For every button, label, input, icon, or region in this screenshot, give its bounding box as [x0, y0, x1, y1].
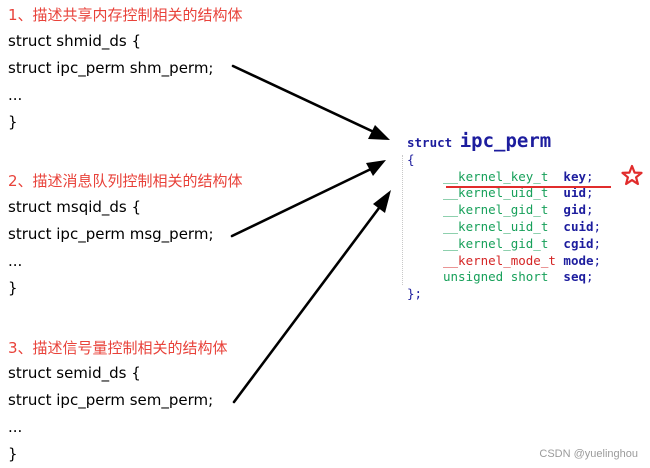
- ipc-perm-code-block: struct ipc_perm { __kernel_key_t key; __…: [407, 130, 637, 303]
- heading-msg: 2、描述消息队列控制相关的结构体: [8, 172, 243, 190]
- semicolon: ;: [586, 269, 594, 285]
- field-type: __kernel_uid_t: [443, 185, 549, 201]
- field-name: seq: [563, 269, 586, 285]
- open-brace: {: [407, 151, 415, 167]
- field-type: __kernel_mode_t: [443, 252, 556, 268]
- field-name: cuid: [563, 218, 594, 234]
- struct-header: struct ipc_perm: [407, 130, 637, 152]
- msqid-ds-close: }: [8, 279, 18, 297]
- pad: [548, 219, 563, 234]
- pad: [548, 202, 563, 217]
- field-row: unsigned short seq;: [407, 269, 637, 286]
- field-name: gid: [563, 202, 586, 218]
- key-underline: [446, 186, 611, 188]
- semicolon: ;: [586, 168, 594, 184]
- shmid-ds-close: }: [8, 113, 18, 131]
- field-type: __kernel_key_t: [443, 168, 549, 184]
- indent-guide: [402, 155, 403, 285]
- struct-keyword: struct: [407, 135, 453, 150]
- sem-ellipsis: ...: [8, 418, 23, 436]
- arrow-msg: [230, 166, 375, 238]
- close-brace: };: [407, 286, 423, 302]
- semicolon: ;: [593, 252, 602, 268]
- field-row: __kernel_gid_t gid;: [407, 202, 637, 219]
- star-icon: [621, 164, 643, 186]
- field-type: __kernel_uid_t: [443, 218, 549, 234]
- arrow-sem-head: [373, 190, 391, 213]
- shmid-ds-open: struct shmid_ds {: [8, 32, 142, 50]
- semicolon: ;: [593, 218, 602, 234]
- pad: [548, 269, 563, 284]
- field-type: __kernel_gid_t: [443, 235, 549, 251]
- watermark: CSDN @yuelinghou: [539, 448, 638, 460]
- field-row: __kernel_key_t key;: [407, 169, 637, 186]
- heading-sem: 3、描述信号量控制相关的结构体: [8, 339, 228, 357]
- pad: [548, 169, 563, 184]
- field-name: key: [563, 168, 586, 184]
- arrow-sem: [232, 202, 384, 404]
- semicolon: ;: [586, 202, 594, 218]
- field-type: __kernel_gid_t: [443, 202, 549, 218]
- heading-shm: 1、描述共享内存控制相关的结构体: [8, 6, 243, 24]
- shm-ellipsis: ...: [8, 86, 23, 104]
- arrow-shm-head: [368, 125, 390, 140]
- struct-name: ipc_perm: [459, 130, 552, 152]
- field-name: uid: [563, 185, 586, 201]
- semid-ds-open: struct semid_ds {: [8, 364, 141, 382]
- semid-ds-close: }: [8, 445, 18, 463]
- pad: [548, 236, 563, 251]
- arrow-shm: [231, 64, 378, 135]
- sem-perm-line: struct ipc_perm sem_perm;: [8, 391, 214, 409]
- msg-ellipsis: ...: [8, 252, 23, 270]
- semicolon: ;: [586, 185, 594, 201]
- field-row: __kernel_mode_t mode;: [407, 253, 637, 270]
- field-name: mode: [563, 252, 594, 268]
- field-type: unsigned short: [443, 269, 549, 285]
- field-name: cgid: [563, 235, 594, 251]
- field-row: __kernel_uid_t cuid;: [407, 219, 637, 236]
- field-row: __kernel_uid_t uid;: [407, 185, 637, 202]
- semicolon: ;: [593, 235, 602, 251]
- field-row: __kernel_gid_t cgid;: [407, 236, 637, 253]
- msqid-ds-open: struct msqid_ds {: [8, 198, 142, 216]
- msg-perm-line: struct ipc_perm msg_perm;: [8, 225, 214, 243]
- arrow-msg-head: [366, 160, 386, 176]
- shm-perm-line: struct ipc_perm shm_perm;: [8, 59, 214, 77]
